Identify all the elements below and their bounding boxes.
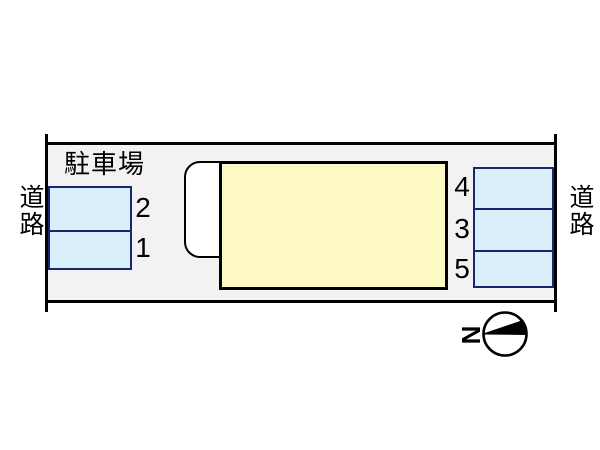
compass-north-label: N	[456, 325, 486, 345]
parking-spot-number-4: 4	[454, 171, 470, 202]
building-footprint	[219, 161, 448, 290]
parking-spot-number-2: 2	[135, 192, 151, 223]
parking-cell-divider	[475, 250, 552, 252]
compass-icon	[482, 311, 528, 357]
parking-block-right	[473, 167, 554, 288]
parking-cell-divider	[475, 208, 552, 210]
parking-spot-number-1: 1	[135, 232, 151, 263]
parking-block-left	[48, 186, 132, 270]
parking-cell-divider	[50, 230, 130, 232]
parking-spot-number-3: 3	[454, 213, 470, 244]
building-entrance-shape	[184, 161, 222, 258]
parking-area-label: 駐車場	[64, 149, 146, 179]
road-label-right: 道路	[566, 184, 594, 238]
parking-spot-number-5: 5	[454, 253, 470, 284]
road-label-left: 道路	[16, 184, 44, 238]
